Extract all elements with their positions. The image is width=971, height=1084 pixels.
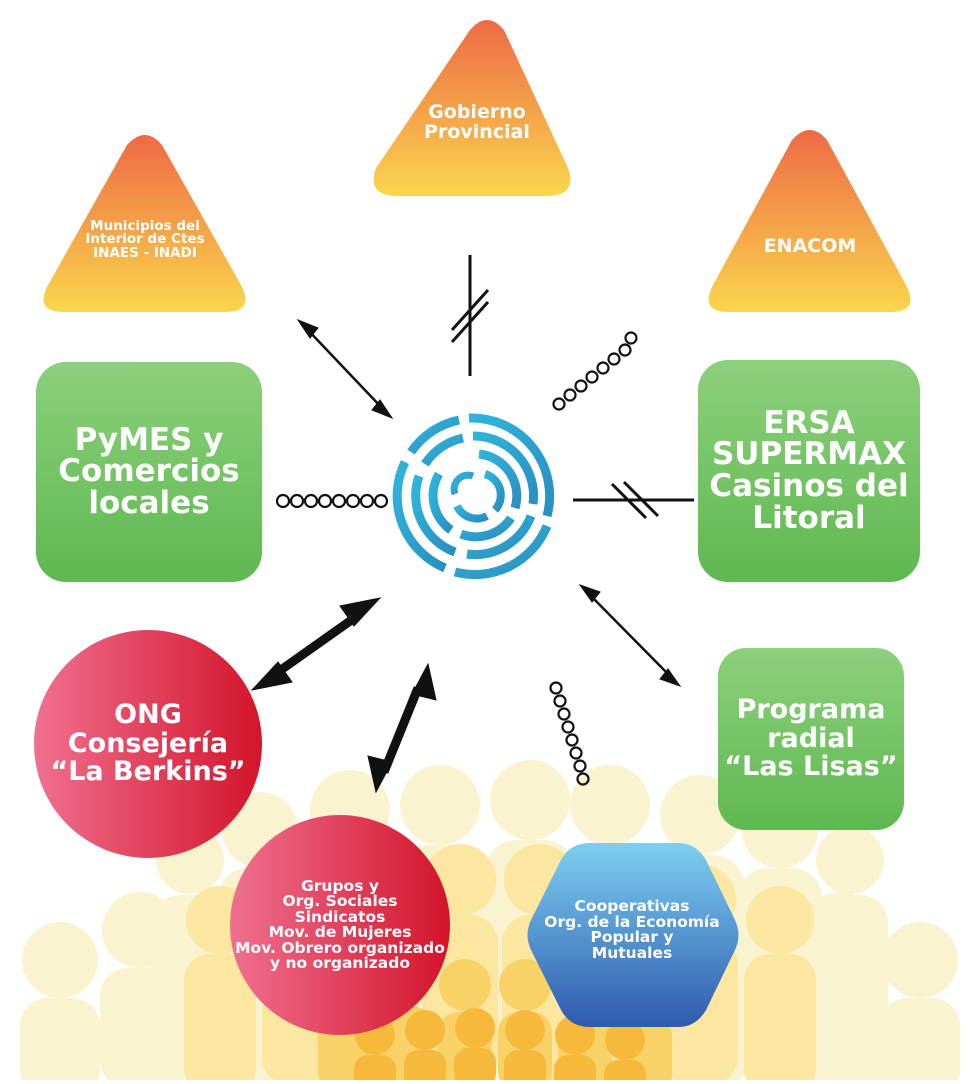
label-programa: Programa radial “Las Lisas” — [724, 694, 898, 783]
circle-ong — [34, 630, 262, 858]
connector-municipios — [305, 327, 383, 409]
connector-programa — [589, 594, 671, 677]
label-grupos: Grupos y Org. Sociales Sindicatos Mov. d… — [235, 876, 445, 972]
box-ersa — [698, 360, 920, 582]
circle-grupos — [230, 815, 450, 1035]
box-pymes — [36, 362, 262, 582]
connectors — [250, 255, 694, 794]
box-programa — [718, 648, 904, 830]
connector-cooperativas — [549, 681, 590, 786]
connector-ong — [275, 610, 363, 676]
connector-enacom — [552, 331, 638, 411]
connector-pymes — [275, 493, 389, 509]
label-ong: ONG Consejería “La Berkins” — [50, 699, 246, 788]
dotted-connectors — [275, 331, 638, 786]
label-municipios: Municipios del Interior de Ctes INAES - … — [85, 217, 205, 261]
triangle-gobierno — [373, 20, 571, 196]
center-logo-icon — [392, 413, 555, 580]
triangle-enacom — [708, 130, 911, 312]
triangle-municipios — [43, 135, 246, 312]
label-cooperativas: Cooperativas Org. de la Economía Popular… — [544, 897, 720, 962]
label-pymes: PyMES y Comercios locales — [58, 421, 240, 521]
label-gobierno: Gobierno Provincial — [424, 101, 530, 143]
label-ersa: ERSA SUPERMAX Casinos del Litoral — [709, 404, 909, 536]
hexagon-cooperativas — [527, 843, 739, 1027]
label-enacom: ENACOM — [763, 235, 857, 258]
connector-grupos — [379, 686, 423, 774]
